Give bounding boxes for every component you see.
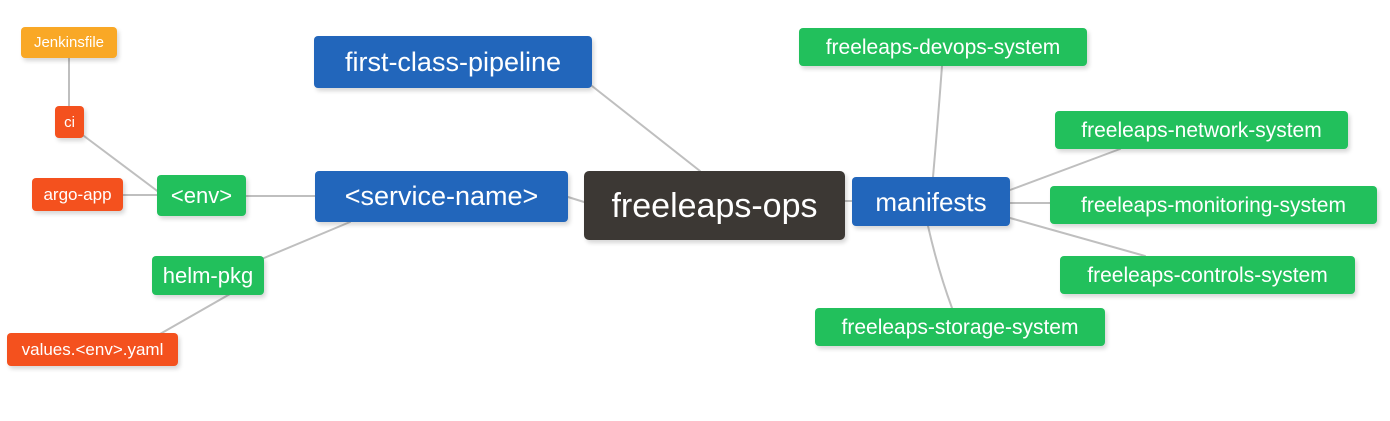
edge-service-name-to-freeleaps-ops bbox=[567, 196, 585, 203]
node-label: manifests bbox=[875, 186, 987, 217]
node-label: freeleaps-network-system bbox=[1081, 118, 1322, 142]
node-freeleaps-storage-system[interactable]: freeleaps-storage-system bbox=[815, 308, 1105, 346]
node-label: values.<env>.yaml bbox=[21, 340, 164, 359]
edge-helm-pkg-to-service-name bbox=[263, 221, 351, 259]
edge-values-env-yaml-to-helm-pkg bbox=[159, 293, 231, 335]
node-label: helm-pkg bbox=[162, 262, 254, 288]
edge-manifests-to-freeleaps-controls-system bbox=[1009, 217, 1146, 257]
node-label: freeleaps-controls-system bbox=[1087, 263, 1328, 287]
node-ci[interactable]: ci bbox=[55, 106, 84, 138]
node-argo-app[interactable]: argo-app bbox=[32, 178, 123, 211]
node-label: <env> bbox=[170, 182, 233, 208]
node-label: <service-name> bbox=[344, 181, 539, 211]
edge-manifests-to-freeleaps-network-system bbox=[1009, 148, 1121, 191]
node-label: freeleaps-devops-system bbox=[825, 35, 1061, 59]
node-helm-pkg[interactable]: helm-pkg bbox=[152, 256, 264, 295]
node-freeleaps-devops-system[interactable]: freeleaps-devops-system bbox=[799, 28, 1087, 66]
node-label: freeleaps-ops bbox=[611, 186, 818, 225]
node-manifests[interactable]: manifests bbox=[852, 177, 1010, 226]
node-label: argo-app bbox=[43, 185, 112, 204]
node-label: ci bbox=[64, 113, 75, 131]
node-env[interactable]: <env> bbox=[157, 175, 246, 216]
node-freeleaps-network-system[interactable]: freeleaps-network-system bbox=[1055, 111, 1348, 149]
edge-manifests-to-freeleaps-devops-system bbox=[932, 65, 943, 178]
node-freeleaps-controls-system[interactable]: freeleaps-controls-system bbox=[1060, 256, 1355, 294]
node-first-class-pipeline[interactable]: first-class-pipeline bbox=[314, 36, 592, 88]
node-values-env-yaml[interactable]: values.<env>.yaml bbox=[7, 333, 178, 366]
node-label: freeleaps-monitoring-system bbox=[1081, 193, 1346, 217]
node-label: freeleaps-storage-system bbox=[841, 315, 1079, 339]
edge-first-class-pipeline-to-freeleaps-ops bbox=[591, 85, 701, 172]
node-label: Jenkinsfile bbox=[33, 34, 105, 51]
node-freeleaps-monitoring-system[interactable]: freeleaps-monitoring-system bbox=[1050, 186, 1377, 224]
node-jenkinsfile[interactable]: Jenkinsfile bbox=[21, 27, 117, 58]
node-service-name[interactable]: <service-name> bbox=[315, 171, 568, 222]
edge-ci-to-env bbox=[83, 135, 161, 194]
node-label: first-class-pipeline bbox=[344, 46, 562, 77]
node-freeleaps-ops[interactable]: freeleaps-ops bbox=[584, 171, 845, 240]
edge-manifests-to-freeleaps-storage-system bbox=[927, 225, 953, 309]
